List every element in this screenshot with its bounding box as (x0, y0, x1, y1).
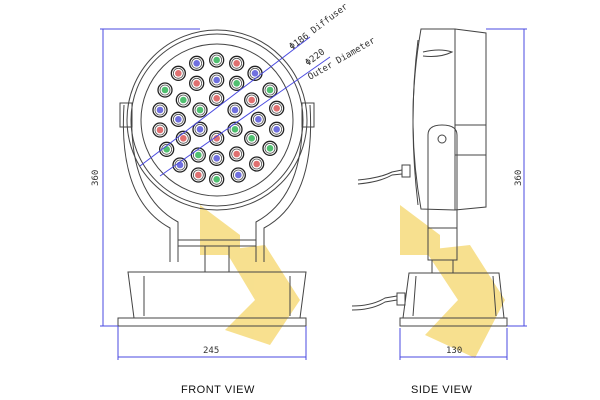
led-red (229, 146, 245, 162)
led-green (192, 102, 208, 118)
led-blue (170, 111, 186, 127)
led-red (152, 122, 168, 138)
led-red (170, 65, 186, 81)
led-green (262, 140, 278, 156)
led-green (227, 121, 243, 137)
front-view-title: FRONT VIEW (181, 384, 255, 396)
front-height-dim: 360 (91, 170, 101, 186)
side-width-dim: 130 (446, 346, 462, 356)
watermark-logo (200, 205, 505, 358)
led-red (189, 75, 205, 91)
led-blue (189, 55, 205, 71)
diffuser-label: Φ186 Diffuser (288, 2, 351, 53)
led-red (269, 100, 285, 116)
led-red (229, 55, 245, 71)
led-red (209, 90, 225, 106)
led-green (229, 75, 245, 91)
side-view-title: SIDE VIEW (411, 384, 472, 396)
front-width-dim: 245 (203, 346, 219, 356)
led-blue (230, 167, 246, 183)
led-green (190, 147, 206, 163)
front-view-drawing: Φ186 Diffuser Φ220 Outer Diameter 360 24… (91, 2, 378, 396)
led-red (175, 130, 191, 146)
led-green (244, 130, 260, 146)
led-array (152, 52, 285, 187)
led-green (262, 82, 278, 98)
led-red (190, 167, 206, 183)
led-blue (250, 111, 266, 127)
led-blue (269, 121, 285, 137)
led-blue (192, 121, 208, 137)
led-blue (209, 150, 225, 166)
led-red (209, 130, 225, 146)
led-blue (152, 102, 168, 118)
led-blue (172, 157, 188, 173)
led-blue (227, 102, 243, 118)
led-green (175, 92, 191, 108)
led-red (244, 92, 260, 108)
led-green (209, 52, 225, 68)
led-green (209, 171, 225, 187)
led-blue (247, 65, 263, 81)
side-view-drawing: 360 130 SIDE VIEW (351, 28, 527, 396)
led-green (157, 82, 173, 98)
led-red (249, 156, 265, 172)
side-height-dim: 360 (514, 170, 524, 186)
led-blue (209, 72, 225, 88)
